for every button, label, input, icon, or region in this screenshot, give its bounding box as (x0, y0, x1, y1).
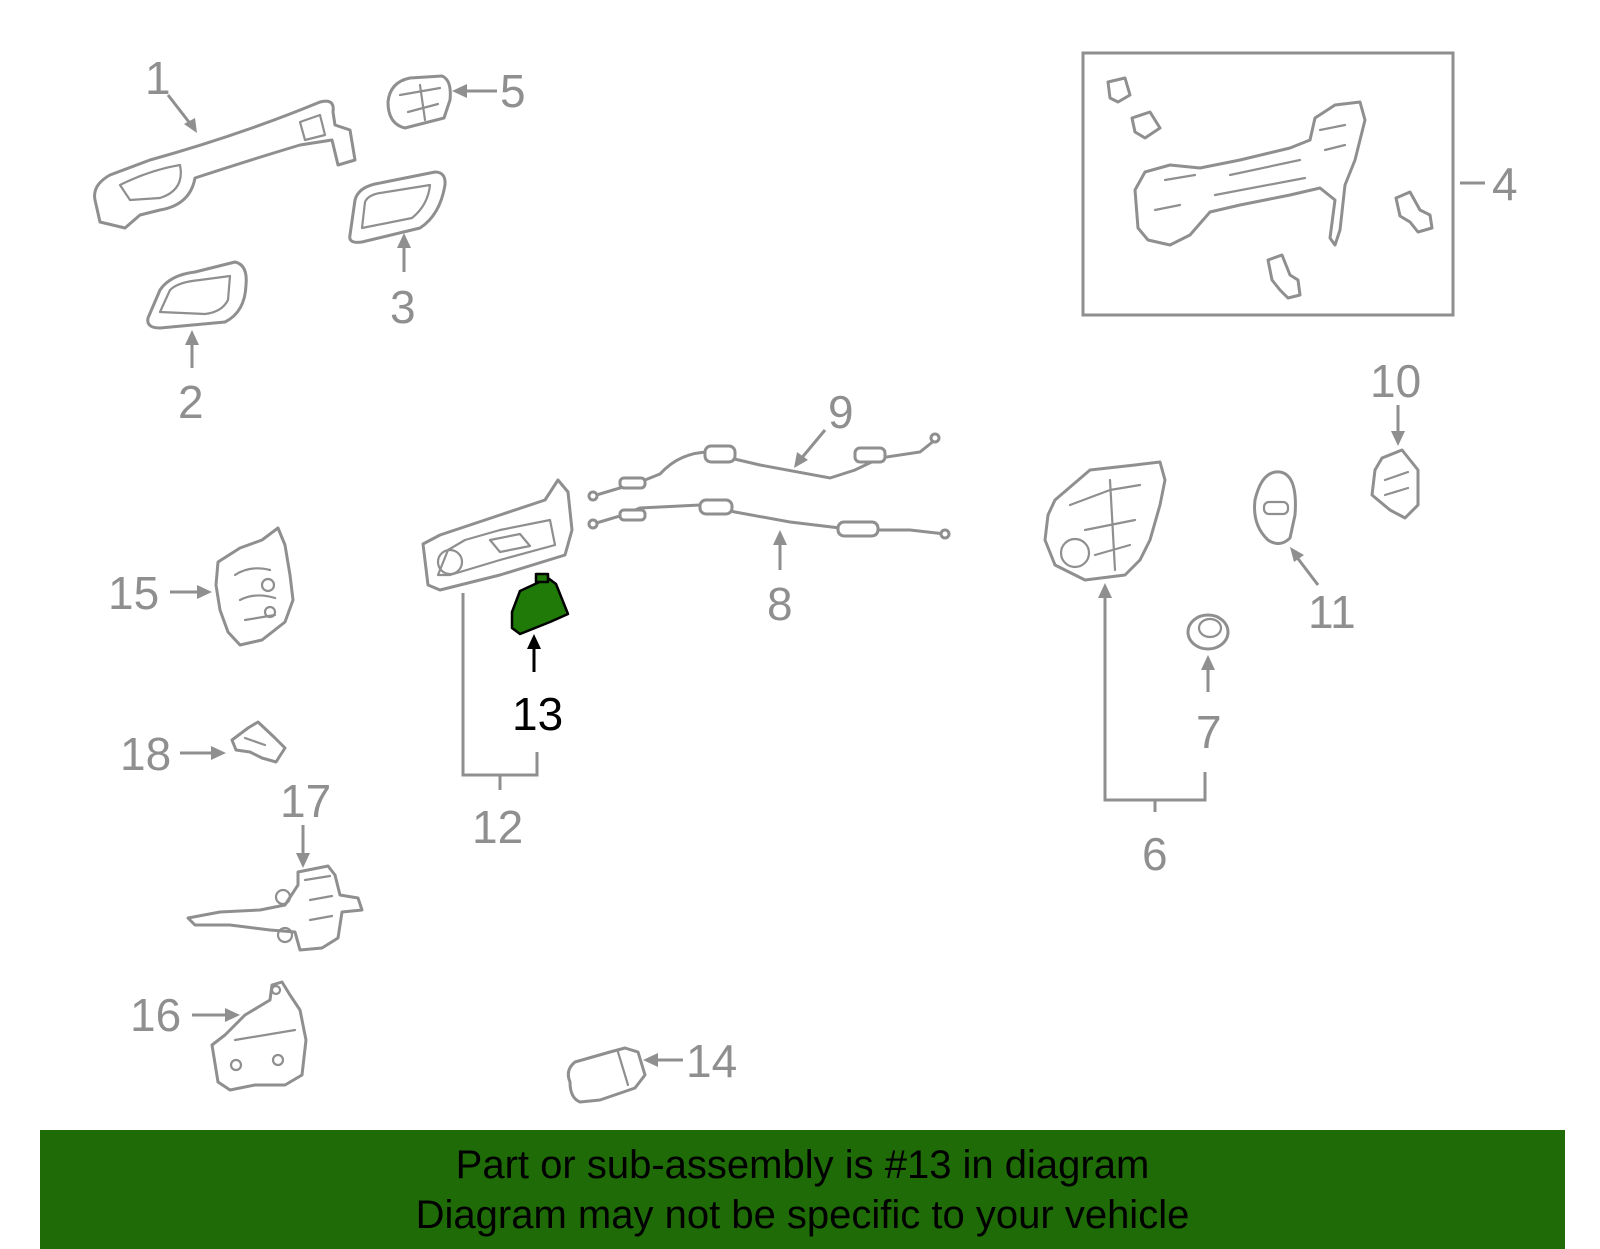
svg-text:14: 14 (686, 1035, 737, 1087)
callout-11: 11 (1290, 547, 1356, 638)
callout-10: 10 (1370, 355, 1421, 446)
callout-6: 6 (1098, 583, 1207, 880)
svg-text:7: 7 (1196, 706, 1222, 758)
callout-8: 8 (767, 530, 793, 630)
part-18-clip[interactable] (230, 720, 287, 764)
part-3-handle-pad[interactable] (348, 170, 447, 244)
svg-text:3: 3 (390, 281, 416, 333)
part-15-hinge-bracket[interactable] (214, 526, 295, 647)
svg-text:1: 1 (145, 52, 171, 104)
svg-text:16: 16 (130, 989, 181, 1041)
callout-1: 1 (145, 52, 197, 133)
banner-line-1: Part or sub-assembly is #13 in diagram (455, 1143, 1150, 1187)
part-2-handle-cover[interactable] (146, 260, 248, 330)
part-1-outside-handle[interactable] (93, 99, 357, 230)
callout-14: 14 (643, 1035, 737, 1087)
svg-text:2: 2 (178, 376, 204, 428)
part-16-lower-hinge[interactable] (210, 980, 308, 1092)
svg-text:8: 8 (767, 578, 793, 630)
callout-13: 13 (512, 634, 563, 740)
part-5-cap[interactable] (386, 74, 452, 130)
part-4-frame-assembly-box[interactable] (1081, 51, 1455, 317)
callout-7: 7 (1196, 655, 1222, 758)
callout-18: 18 (120, 728, 226, 780)
callout-17: 17 (280, 775, 331, 868)
svg-text:9: 9 (828, 386, 854, 438)
svg-text:5: 5 (500, 65, 526, 117)
svg-text:17: 17 (280, 775, 331, 827)
callout-3: 3 (390, 233, 416, 333)
part-12-inside-handle[interactable] (421, 478, 574, 592)
part-10-striker[interactable] (1370, 448, 1420, 520)
svg-text:12: 12 (472, 801, 523, 853)
svg-text:15: 15 (108, 567, 159, 619)
callout-4: 4 (1460, 158, 1518, 210)
callout-2: 2 (178, 330, 204, 428)
svg-text:13: 13 (512, 688, 563, 740)
part-11-cover-plate[interactable] (1253, 470, 1297, 545)
svg-text:10: 10 (1370, 355, 1421, 407)
svg-text:11: 11 (1308, 586, 1356, 638)
callout-16: 16 (130, 989, 240, 1041)
notice-banner: Part or sub-assembly is #13 in diagram D… (40, 1130, 1565, 1249)
svg-text:4: 4 (1492, 158, 1518, 210)
callout-12: 12 (461, 593, 539, 853)
part-7-ring[interactable] (1186, 613, 1230, 651)
part-9-cable-upper[interactable] (587, 432, 941, 502)
callout-9: 9 (794, 386, 854, 468)
part-13-highlighted[interactable] (510, 572, 570, 636)
banner-line-2: Diagram may not be specific to your vehi… (415, 1193, 1190, 1237)
parts-diagram: 1 2 3 5 4 (93, 51, 1518, 1104)
part-8-cable-lower[interactable] (587, 498, 951, 540)
part-14-cover-cap[interactable] (566, 1046, 647, 1104)
part-17-door-check[interactable] (186, 864, 364, 952)
part-6-lock-assembly[interactable] (1043, 460, 1167, 582)
callout-15: 15 (108, 567, 212, 619)
svg-text:18: 18 (120, 728, 171, 780)
callout-5: 5 (452, 65, 526, 117)
svg-text:6: 6 (1142, 828, 1168, 880)
